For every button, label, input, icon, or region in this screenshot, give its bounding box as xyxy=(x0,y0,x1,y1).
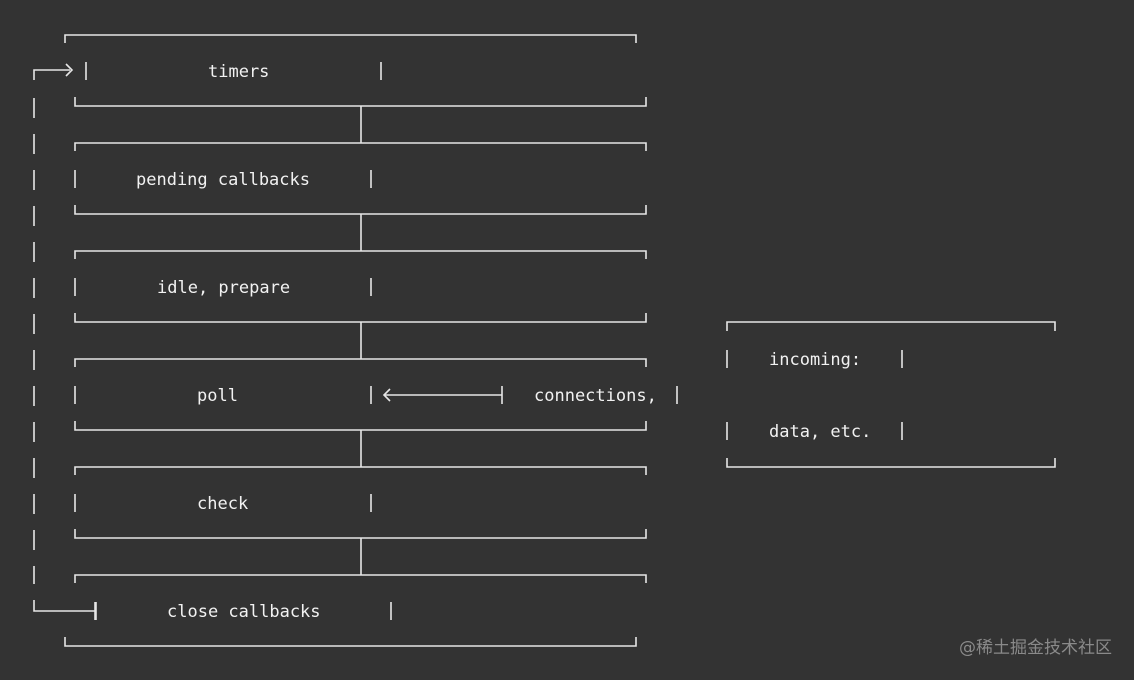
phase-label-poll: poll xyxy=(197,386,238,406)
watermark: @稀土掘金技术社区 xyxy=(959,638,1112,658)
phase-label-check: check xyxy=(197,494,249,514)
phase-label-timers: timers xyxy=(208,62,270,82)
pending-box-bottom xyxy=(74,205,647,215)
loop-top-arrowhead xyxy=(65,63,74,77)
incoming-label-line1: incoming: xyxy=(769,350,862,370)
idle-box-bottom xyxy=(74,313,647,323)
timers-box-bottom xyxy=(74,97,647,107)
phase-label-idle-prepare: idle, prepare xyxy=(157,278,291,298)
check-box-bottom xyxy=(74,529,647,539)
check-box-top xyxy=(74,466,647,475)
close-box-bottom xyxy=(64,637,637,647)
loop-top-arrow-line xyxy=(33,69,70,80)
incoming-label-line2: connections, xyxy=(534,386,657,406)
incoming-label-line3: data, etc. xyxy=(769,422,872,442)
poll-box-top xyxy=(74,358,647,367)
incoming-box-bottom xyxy=(726,458,1056,468)
loop-bottom-line xyxy=(33,600,95,612)
pending-box-top xyxy=(74,142,647,151)
close-box-top xyxy=(74,574,647,583)
phase-label-close-callbacks: close callbacks xyxy=(167,602,321,622)
incoming-arrowhead xyxy=(382,388,391,402)
poll-box-bottom xyxy=(74,421,647,431)
timers-box-top xyxy=(64,34,637,43)
idle-box-top xyxy=(74,250,647,259)
phase-label-pending-callbacks: pending callbacks xyxy=(136,170,310,190)
incoming-box-top xyxy=(726,321,1056,331)
